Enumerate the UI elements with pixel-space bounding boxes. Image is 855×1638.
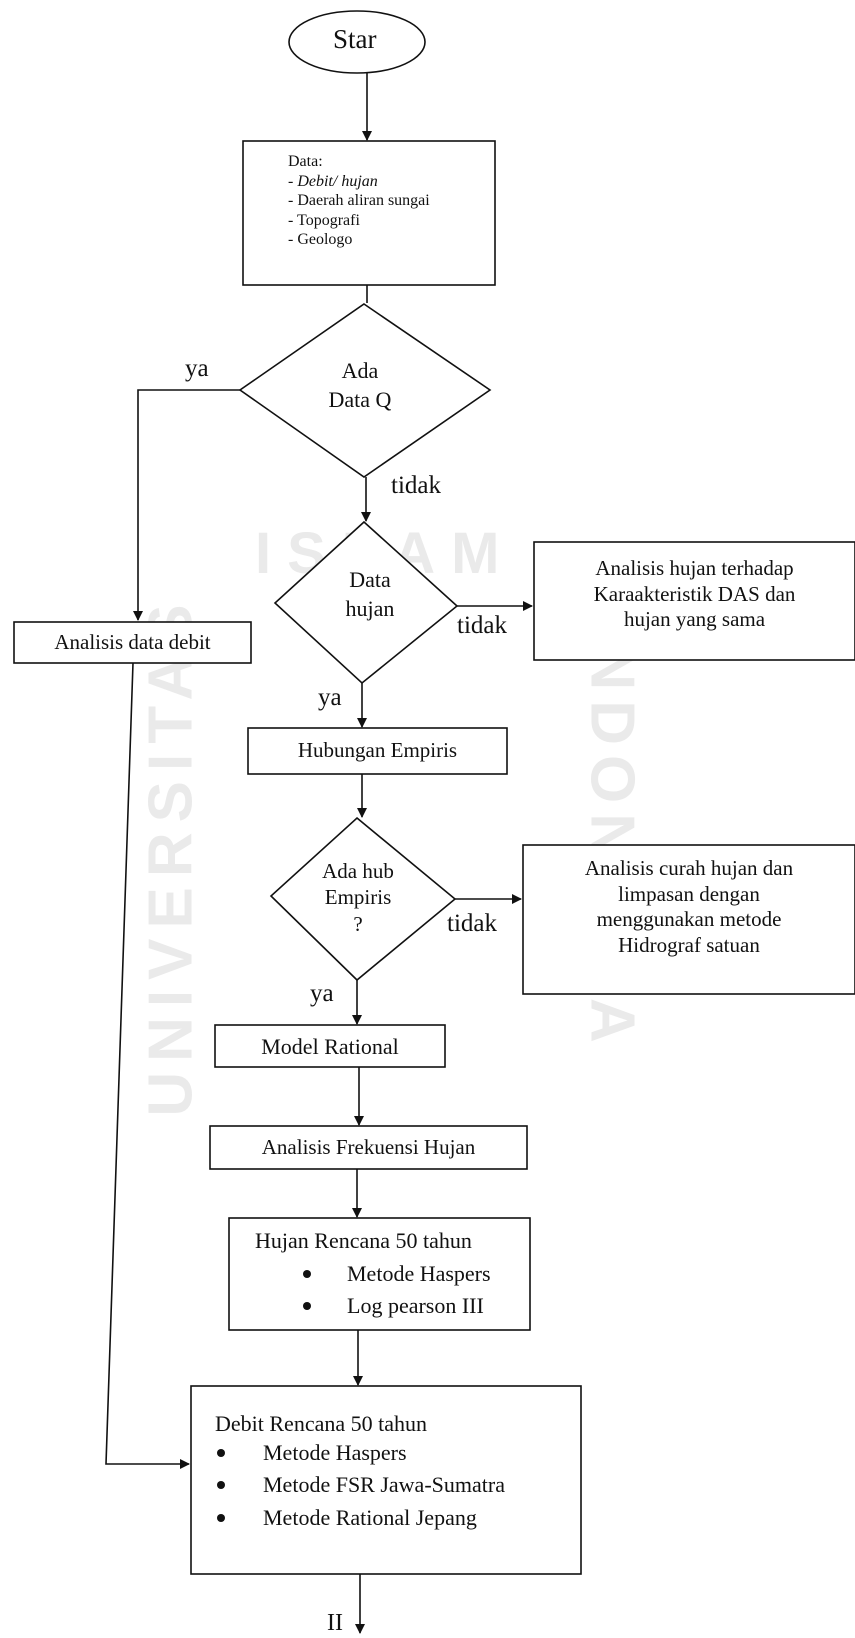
debit-rencana-item: Metode Haspers (217, 1440, 407, 1466)
analisis-frekuensi-label: Analisis Frekuensi Hujan (261, 1135, 476, 1159)
bullet-icon (217, 1481, 225, 1489)
data-box-title: Data: (288, 153, 323, 170)
decision-rain-line1: Data (349, 567, 391, 592)
decision-hub-line1: Ada hub (322, 859, 394, 883)
bullet-icon (303, 1270, 311, 1278)
debit-rencana-item: Metode FSR Jawa-Sumatra (217, 1472, 505, 1498)
analisis-frekuensi-box (209, 1125, 528, 1170)
arrow-debit-data-to-debit-rencana (105, 662, 190, 1469)
analisis-hidrograf-box (522, 844, 855, 995)
data-item: - Debit/ hujan (288, 172, 378, 190)
decision-hub-yes-label: ya (310, 980, 334, 1007)
decision-hub-no-label: tidak (447, 910, 497, 937)
debit-rencana-box (190, 1385, 582, 1575)
start-label: Star (333, 24, 377, 54)
das-line: Analisis hujan terhadap (595, 556, 794, 580)
debit-rencana-title: Debit Rencana 50 tahun (215, 1411, 427, 1436)
data-item: - Geologo (288, 231, 353, 249)
hujan-rencana-item-text: Log pearson III (347, 1293, 484, 1318)
data-box-text: Data: - Debit/ hujan - Daerah aliran sun… (288, 152, 430, 250)
data-item: - Topografi (288, 211, 360, 229)
analisis-hujan-das-text: Analisis hujan terhadap Karaakteristik D… (534, 556, 855, 633)
analisis-data-debit-label: Analisis data debit (54, 630, 211, 654)
decision-rain-no-label: tidak (457, 612, 507, 639)
bullet-icon (217, 1449, 225, 1457)
decision-q-no-label: tidak (391, 472, 441, 499)
data-item: - Daerah aliran sungai (288, 192, 430, 210)
debit-rencana-item: Metode Rational Jepang (217, 1505, 477, 1531)
model-rational-label: Model Rational (261, 1034, 399, 1059)
decision-rain-yes-label: ya (318, 684, 342, 711)
connector-label: II (327, 1610, 343, 1636)
hujan-rencana-box (228, 1217, 531, 1331)
hubungan-empiris-label: Hubungan Empiris (297, 738, 458, 762)
hujan-rencana-item: Log pearson III (303, 1293, 484, 1319)
decision-rain-line2: hujan (345, 595, 395, 621)
model-rational-box (214, 1024, 446, 1068)
hidrograf-line: limpasan dengan (618, 881, 760, 906)
decision-q-yes-label: ya (185, 355, 209, 382)
decision-q-line1: Ada (341, 358, 379, 383)
hujan-rencana-title: Hujan Rencana 50 tahun (255, 1228, 472, 1253)
decision-ada-data-q (238, 303, 492, 478)
arrow-ya-to-debit (133, 389, 240, 621)
analisis-hidrograf-text: Analisis curah hujan dan limpasan dengan… (523, 856, 855, 958)
bullet-icon (217, 1514, 225, 1522)
decision-hub-line2: Empiris (324, 885, 392, 910)
decision-q-text: Ada Data Q (300, 357, 420, 414)
debit-rencana-item-text: Metode FSR Jawa-Sumatra (263, 1472, 505, 1497)
hujan-rencana-item-text: Metode Haspers (347, 1261, 491, 1286)
hubungan-empiris-box (247, 727, 508, 775)
bullet-icon (303, 1302, 311, 1310)
data-box (242, 140, 496, 286)
debit-rencana-item-text: Metode Haspers (263, 1440, 407, 1465)
hujan-rencana-item: Metode Haspers (303, 1261, 491, 1287)
hidrograf-line: Hidrograf satuan (618, 932, 760, 957)
das-line: Karaakteristik DAS dan (593, 581, 796, 606)
decision-q-line2: Data Q (328, 386, 392, 412)
start-oval (288, 10, 426, 74)
hidrograf-line: Analisis curah hujan dan (584, 856, 794, 880)
debit-rencana-item-text: Metode Rational Jepang (263, 1505, 477, 1530)
hidrograf-line: menggunakan metode (596, 907, 782, 932)
decision-hub-line3: ? (353, 911, 363, 936)
analisis-hujan-das-box (533, 541, 855, 661)
decision-rain-text: Data hujan (320, 566, 420, 623)
decision-hub-text: Ada hub Empiris ? (303, 858, 413, 937)
das-line: hujan yang sama (623, 607, 766, 632)
